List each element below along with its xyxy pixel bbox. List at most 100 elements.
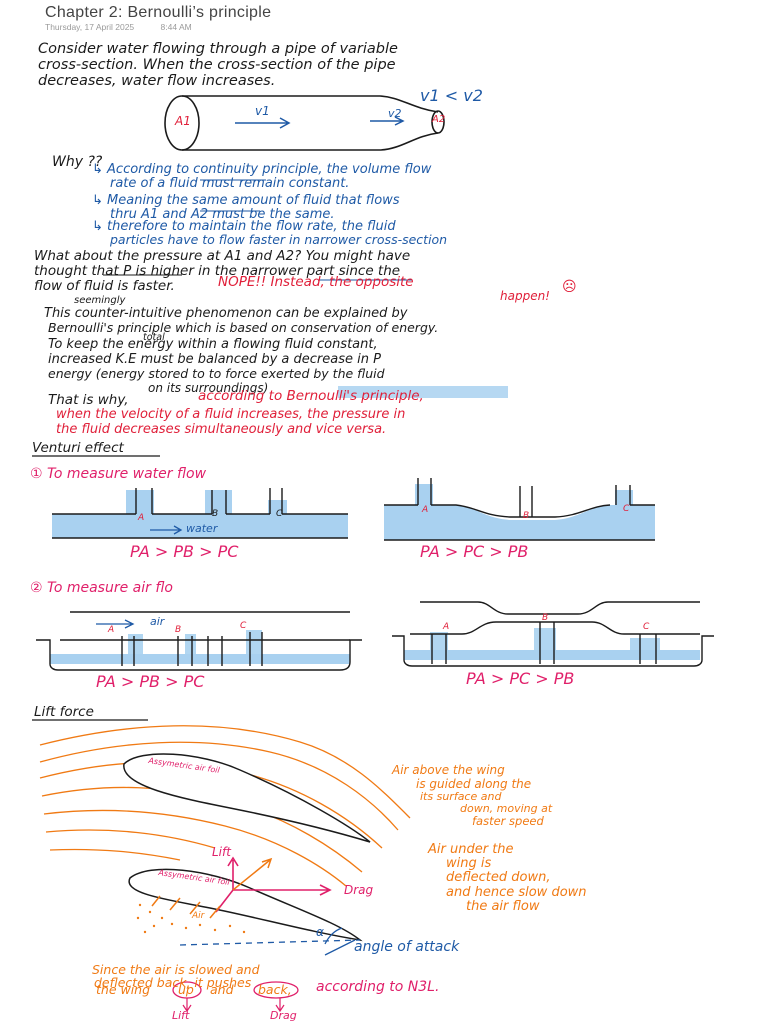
pressure-line-1: What about the pressure at A1 and A2? Yo… bbox=[34, 248, 411, 264]
pipe-diagram bbox=[164, 95, 445, 151]
venturi-water-left-label-b: B bbox=[212, 509, 219, 519]
note-under-line-1: Air under the bbox=[428, 842, 514, 857]
alpha-symbol: α bbox=[316, 925, 324, 939]
pipe-top-wall bbox=[182, 95, 439, 113]
venturi-water-left-label-a: A bbox=[138, 513, 145, 523]
ending-up: up bbox=[178, 982, 194, 997]
why-bullet-3-line-1: ↳ therefore to maintain the flow rate, t… bbox=[92, 219, 396, 234]
note-under-line-4: and hence slow down bbox=[446, 885, 587, 900]
drag-arrow bbox=[233, 884, 332, 896]
pressure-seemingly: seemingly bbox=[74, 295, 126, 306]
arrow-air bbox=[96, 619, 135, 629]
venturi-item-2: ② To measure air flo bbox=[30, 580, 173, 596]
down-arrows bbox=[182, 998, 285, 1013]
ending-line-1: Since the air is slowed and bbox=[92, 962, 260, 977]
ending-lift: Lift bbox=[172, 1009, 190, 1022]
venturi-air-left bbox=[36, 611, 362, 671]
chord-line bbox=[179, 927, 361, 956]
air-deflect-label: Air bbox=[192, 911, 205, 921]
pressure-total: total bbox=[143, 332, 165, 343]
why-bullet-2-line-2: thru A1 and A2 must be the same. bbox=[110, 207, 335, 222]
lift-arrow bbox=[227, 856, 239, 890]
intro-line-1: Consider water flowing through a pipe of… bbox=[38, 41, 398, 57]
venturi-air-right-label-c: C bbox=[643, 622, 650, 632]
pressure-line-5: Bernoulli's principle which is based on … bbox=[48, 320, 439, 335]
note-above-line-1: Air above the wing bbox=[392, 763, 505, 777]
pressure-line-6: To keep the energy within a flowing flui… bbox=[48, 337, 378, 352]
ending-line-3a: the wing bbox=[96, 982, 151, 997]
note-under-line-3: deflected down, bbox=[446, 870, 551, 885]
venturi-water-right-label-c: C bbox=[623, 504, 630, 514]
venturi-water-right bbox=[384, 478, 655, 541]
lift-heading: Lift force bbox=[34, 704, 94, 720]
lift-force-label: Lift bbox=[212, 845, 231, 859]
venturi-water-label: water bbox=[186, 522, 218, 535]
venturi-heading: Venturi effect bbox=[32, 440, 124, 456]
emoji-face: ☹ bbox=[562, 279, 577, 295]
note-above-line-4: down, moving at bbox=[460, 802, 553, 815]
note-under-line-5: the air flow bbox=[466, 899, 540, 914]
page-time: 8:44 AM bbox=[160, 22, 192, 32]
velocity-relation: v1 < v2 bbox=[420, 86, 483, 105]
venturi-water-left-label-c: C bbox=[276, 509, 283, 519]
why-bullet-1-line-2: rate of a fluid must remain constant. bbox=[110, 176, 350, 191]
arrow-v1 bbox=[235, 117, 291, 129]
pressure-line-11: when the velocity of a fluid increases, … bbox=[56, 407, 406, 422]
venturi-air-left-label-a: A bbox=[108, 625, 115, 635]
angle-of-attack-label: angle of attack bbox=[354, 939, 460, 955]
pipe-label-v2: v2 bbox=[388, 107, 402, 120]
note-above-line-5: faster speed bbox=[472, 814, 544, 828]
note-above-line-3: its surface and bbox=[420, 790, 502, 803]
pressure-line-3b: NOPE!! Instead, the opposite bbox=[218, 274, 414, 290]
arrow-v2 bbox=[370, 116, 405, 126]
pressure-line-8: energy (energy stored to to force exerte… bbox=[48, 366, 385, 381]
pressure-line-7: increased K.E must be balanced by a decr… bbox=[48, 352, 381, 367]
pressure-line-10b: according to Bernoulli's principle, bbox=[198, 388, 424, 404]
why-bullet-3-line-2: particles have to flow faster in narrowe… bbox=[110, 232, 448, 247]
venturi-eq-4: PA > PC > PB bbox=[466, 669, 575, 688]
pipe-label-a2: A2 bbox=[432, 114, 446, 125]
pressure-line-3a: flow of fluid is faster. bbox=[34, 278, 175, 294]
venturi-item-1: ① To measure water flow bbox=[30, 466, 207, 482]
venturi-air-left-label-b: B bbox=[175, 625, 182, 635]
ending-line-2: deflected back, it pushes bbox=[94, 975, 252, 990]
pressure-line-4: This counter-intuitive phenomenon can be… bbox=[44, 306, 408, 321]
drag-force-label: Drag bbox=[344, 883, 374, 897]
ending-line-3b: according to N3L. bbox=[316, 979, 440, 995]
page-date: Thursday, 17 April 2025 bbox=[45, 22, 135, 32]
pipe-label-a1: A1 bbox=[175, 114, 191, 128]
deflected-particles bbox=[136, 903, 246, 934]
underline-constant bbox=[200, 179, 266, 212]
pipe-bottom-wall bbox=[182, 132, 439, 151]
pressure-line-2: thought that P is higher in the narrower… bbox=[34, 263, 401, 279]
resultant-arrows bbox=[151, 857, 273, 919]
why-bullet-2-line-1: ↳ Meaning the same amount of fluid that … bbox=[92, 193, 400, 208]
why-heading: Why ?? bbox=[52, 154, 103, 170]
venturi-eq-2: PA > PC > PB bbox=[420, 542, 529, 561]
pressure-line-9: on its surroundings) bbox=[148, 381, 269, 395]
velocity-arrows bbox=[235, 116, 405, 129]
pressure-line-12: the fluid decreases simultaneously and v… bbox=[56, 422, 387, 437]
note-under-line-2: wing is bbox=[446, 856, 492, 871]
pipe-narrow-end bbox=[431, 110, 445, 134]
highlight-bernoulli bbox=[338, 386, 508, 398]
circle-back bbox=[253, 981, 299, 999]
venturi-air-right-label-b: B bbox=[542, 613, 549, 623]
ending-back: back, bbox=[258, 982, 292, 997]
page-title: Chapter 2: Bernoulli’s principle bbox=[45, 4, 272, 21]
venturi-eq-1: PA > PB > PC bbox=[130, 542, 239, 561]
venturi-air-left-label-c: C bbox=[240, 621, 247, 631]
pressure-line-10a: That is why, bbox=[48, 392, 129, 408]
ending-and: and bbox=[210, 982, 234, 997]
venturi-water-left bbox=[52, 488, 348, 539]
airfoil-top bbox=[123, 753, 371, 843]
venturi-air-label: air bbox=[150, 615, 165, 628]
venturi-water-right-label-b: B bbox=[523, 511, 530, 521]
venturi-air-right bbox=[392, 601, 714, 667]
intro-line-3: decreases, water flow increases. bbox=[38, 73, 276, 89]
arrow-water bbox=[150, 525, 183, 535]
ending-drag: Drag bbox=[270, 1009, 297, 1022]
pressure-line-3c: happen! bbox=[500, 289, 550, 303]
venturi-eq-3: PA > PB > PC bbox=[96, 672, 205, 691]
